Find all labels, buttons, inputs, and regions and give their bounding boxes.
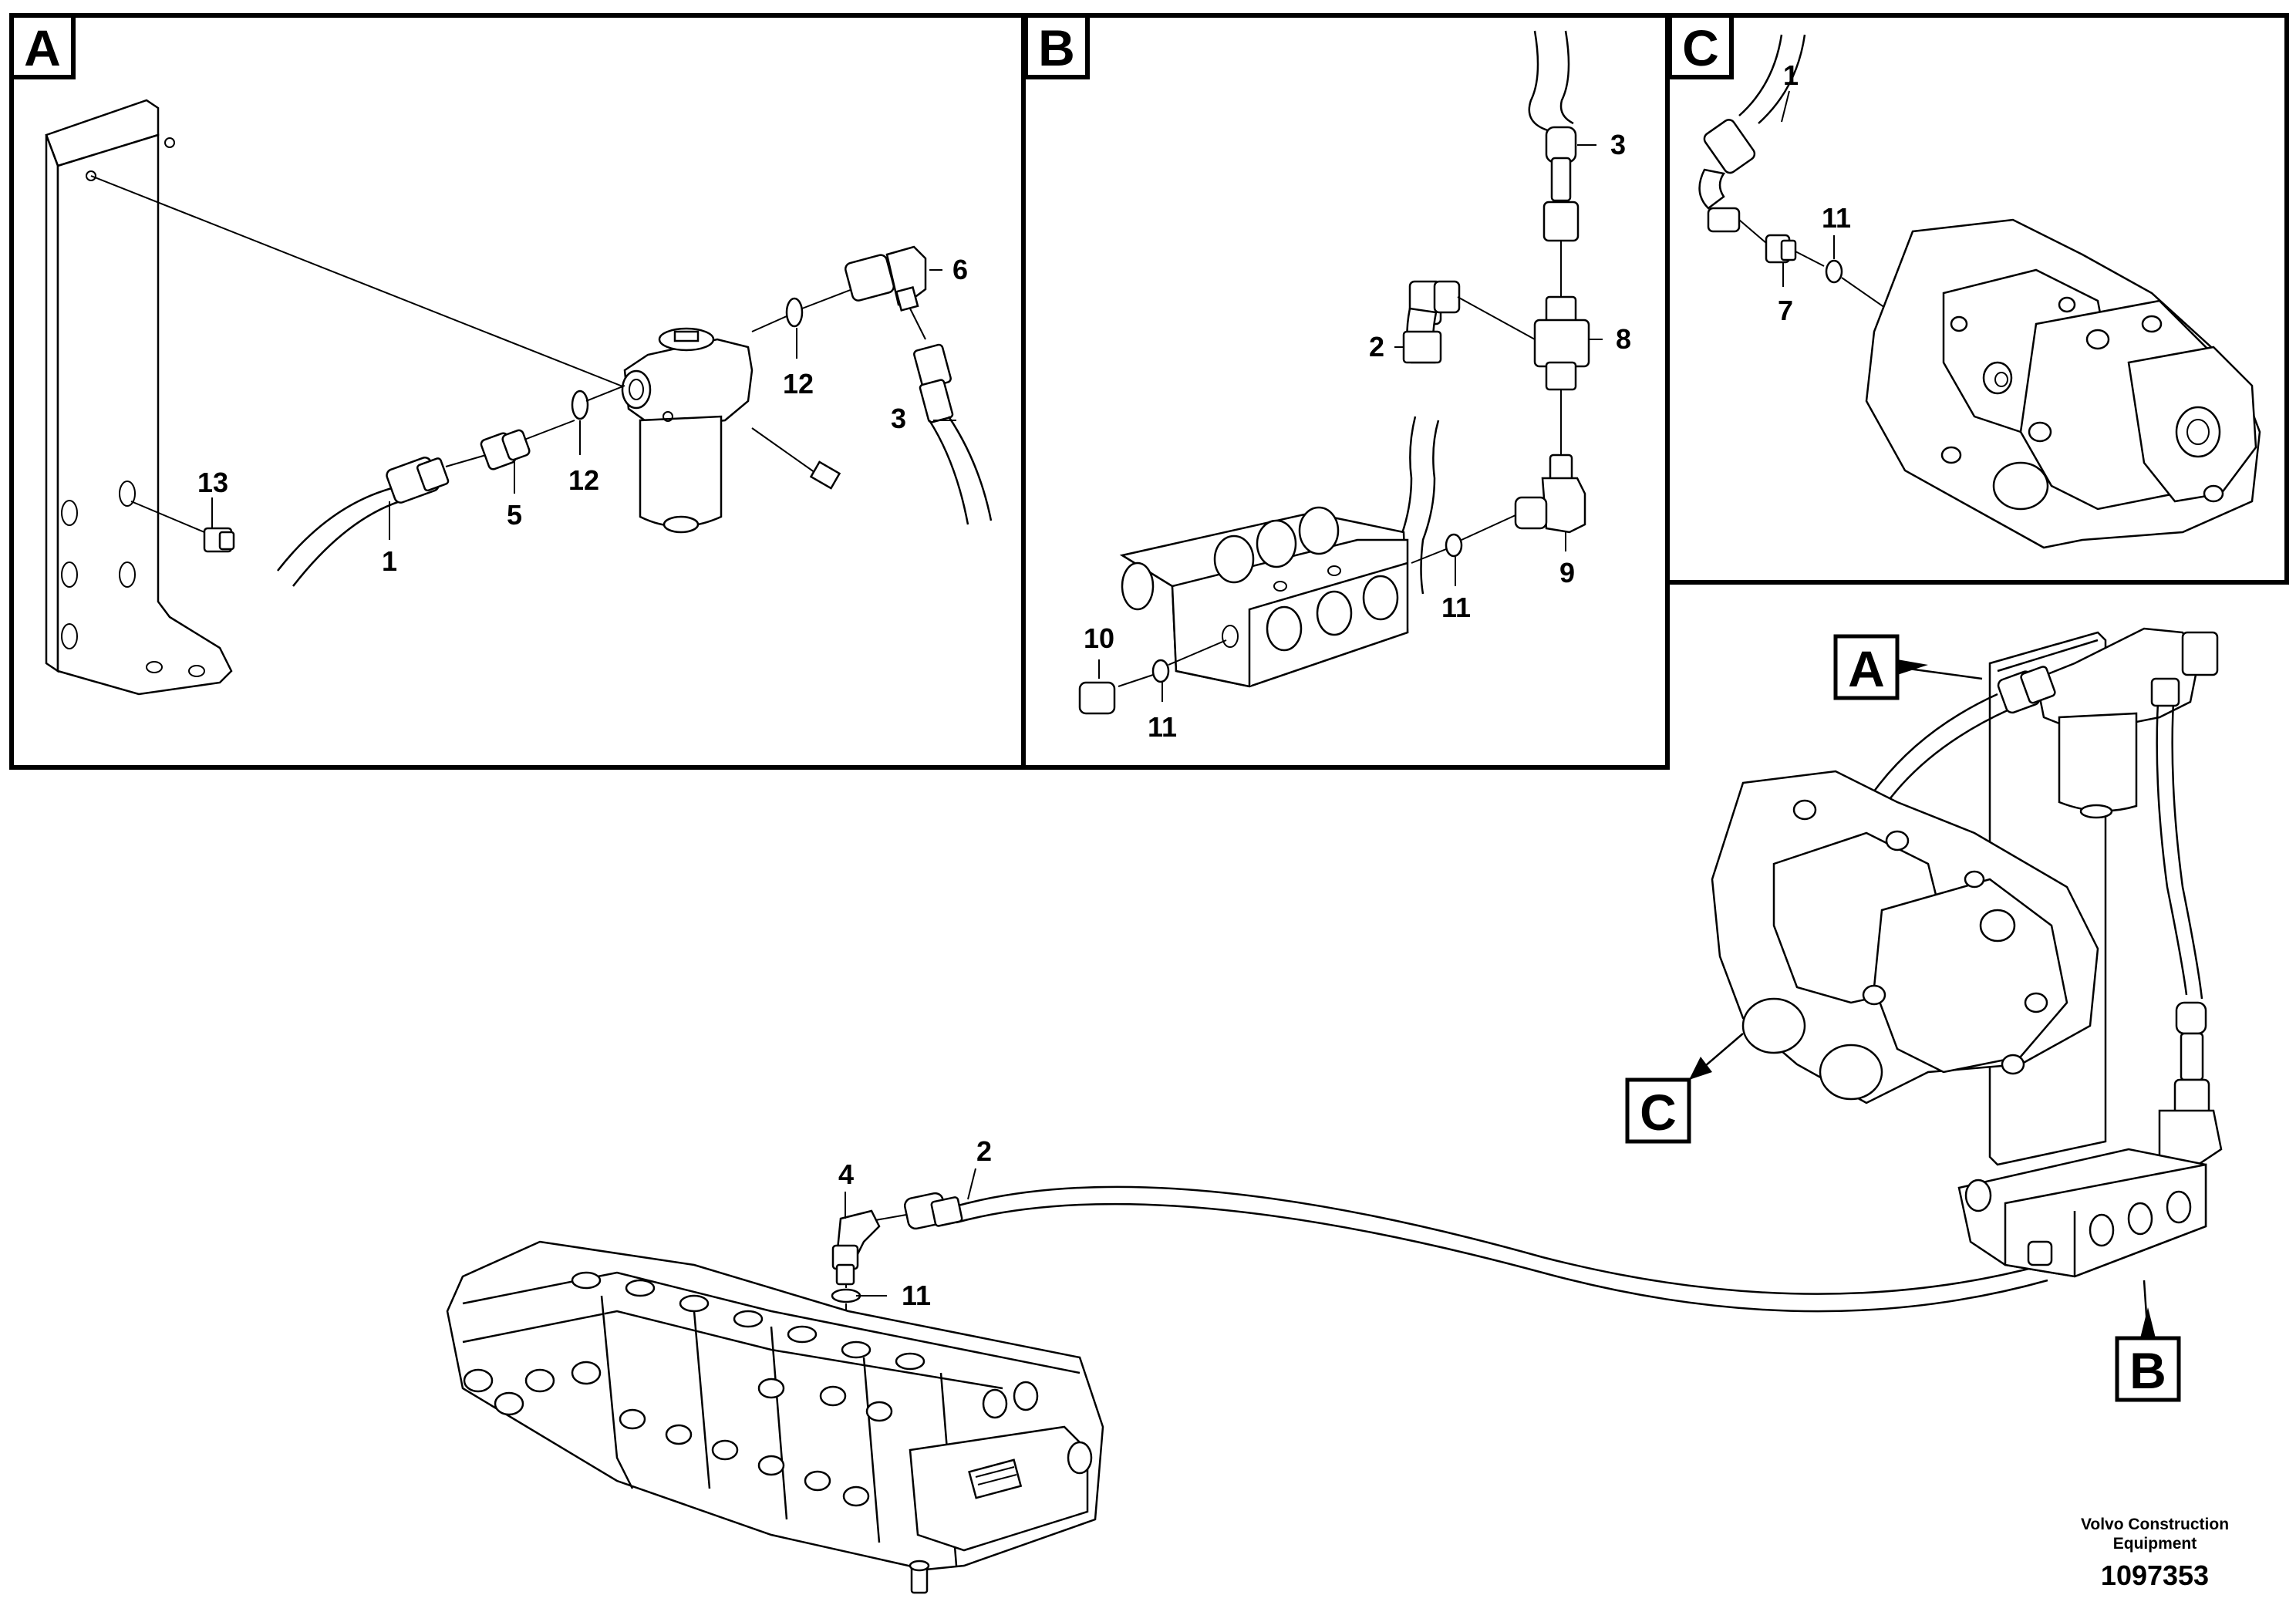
panel-c-label: C (1682, 19, 1719, 76)
hose-3 (913, 343, 993, 525)
solenoid-valve-block (1119, 506, 1409, 688)
callout-b-10: 10 (1084, 622, 1114, 654)
main-valve-block (1957, 1148, 2207, 1278)
panel-b-label: B (1038, 19, 1075, 76)
adapter-7 (1765, 234, 1797, 264)
hydraulic-pump (1865, 218, 2261, 549)
company-name-line2: Equipment (2113, 1535, 2197, 1553)
callout-main-11: 11 (902, 1280, 931, 1311)
hose-2-end-fitting (903, 1192, 963, 1230)
panel-c: C (1665, 13, 2289, 585)
svg-text:C: C (1640, 1084, 1677, 1141)
mounting-bracket (45, 99, 233, 696)
callout-b-11-left: 11 (1148, 711, 1177, 743)
o-ring-12-right (785, 297, 804, 328)
o-ring-12-left (571, 389, 589, 420)
company-name-line1: Volvo Construction (2081, 1516, 2229, 1533)
callout-a-12-left: 12 (568, 464, 599, 496)
main-assembly: A C B 2 4 11 (446, 627, 2223, 1594)
callout-a-12-right: 12 (783, 368, 814, 400)
panel-a: A (9, 13, 1026, 770)
callout-a-6: 6 (952, 254, 968, 285)
tee-fitting-8 (1533, 295, 1590, 391)
hose-1-fitting (1698, 119, 1756, 233)
elbow-fitting-6 (845, 245, 927, 312)
callout-b-11-right: 11 (1441, 592, 1471, 623)
hose-3-fitting (1542, 126, 1580, 242)
svg-text:B: B (2129, 1342, 2166, 1399)
drawing-footer: Volvo Construction Equipment 1097353 (2081, 1516, 2229, 1591)
callout-c-1: 1 (1783, 59, 1799, 91)
plug-10 (1078, 681, 1116, 715)
callout-main-2: 2 (976, 1135, 992, 1167)
callout-c-7: 7 (1778, 295, 1793, 326)
callout-main-4: 4 (838, 1158, 854, 1190)
elbow-fitting-9 (1514, 454, 1586, 534)
o-ring-11b (1151, 659, 1170, 683)
drawing-number: 1097353 (2101, 1560, 2209, 1591)
panel-b: B (1021, 13, 1670, 770)
pointer-c: C (1625, 1033, 1744, 1144)
panel-a-label: A (24, 19, 61, 76)
elbow-fitting-4 (831, 1209, 881, 1286)
callout-b-2: 2 (1369, 331, 1384, 363)
callout-c-11: 11 (1822, 202, 1851, 234)
o-ring-11c (1825, 259, 1843, 284)
hose-2 (1397, 280, 1461, 595)
bolt-13 (203, 527, 235, 553)
svg-text:A: A (1848, 640, 1885, 697)
pointer-a: A (1833, 634, 1983, 700)
pointer-b: B (2115, 1280, 2181, 1402)
callout-b-3: 3 (1610, 129, 1626, 160)
main-pump (1711, 770, 2099, 1104)
o-ring-11 (1445, 533, 1463, 558)
callout-a-5: 5 (507, 499, 522, 531)
callout-a-3: 3 (891, 403, 906, 434)
adapter-5 (480, 429, 531, 470)
callout-a-13: 13 (197, 467, 228, 498)
main-hose-right-fittings (2150, 677, 2223, 1166)
main-control-valve (446, 1240, 1104, 1594)
hose-fitting-1 (386, 457, 450, 504)
callout-a-1: 1 (382, 545, 397, 577)
o-ring-11-main (831, 1288, 861, 1303)
filter-assembly (621, 327, 754, 534)
callout-b-8: 8 (1616, 323, 1631, 355)
callout-b-9: 9 (1559, 557, 1575, 588)
